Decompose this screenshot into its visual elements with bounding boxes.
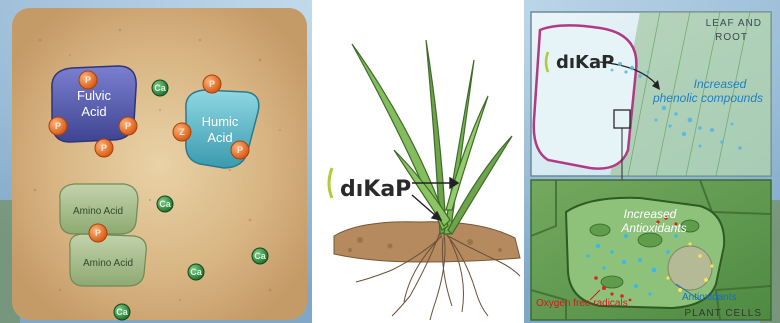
plant-cells-caption: PLANT CELLS bbox=[684, 308, 762, 319]
calcium-ion: Ca bbox=[114, 304, 130, 320]
amino-acid-bottom: Amino Acid bbox=[70, 234, 146, 286]
svg-text:Ca: Ca bbox=[159, 199, 171, 209]
antioxidant-note-line2: Antioxidants bbox=[620, 221, 686, 235]
leaf-root-panel: dıKaP LEAF AND ROOT Increased phenolic c… bbox=[531, 12, 771, 182]
phosphate-ion: P bbox=[49, 117, 67, 135]
calcium-ion: Ca bbox=[188, 264, 204, 280]
phosphate-ion: P bbox=[89, 224, 107, 242]
calcium-ion: Ca bbox=[252, 248, 268, 264]
svg-text:Ca: Ca bbox=[154, 83, 166, 93]
svg-text:P: P bbox=[55, 121, 61, 131]
leaf-caption-line1: LEAF AND bbox=[706, 18, 762, 29]
svg-text:P: P bbox=[209, 79, 215, 89]
amino-label-bottom: Amino Acid bbox=[83, 258, 133, 269]
svg-text:P: P bbox=[85, 75, 91, 85]
phosphate-ion: P bbox=[79, 71, 97, 89]
leaf-caption-line2: ROOT bbox=[715, 32, 748, 43]
fulvic-label-line2: Acid bbox=[81, 104, 106, 119]
phosphate-ion: P bbox=[203, 75, 221, 93]
zinc-ion: Z bbox=[173, 123, 191, 141]
humic-label-line1: Humic bbox=[202, 114, 239, 129]
svg-text:Ca: Ca bbox=[116, 307, 128, 317]
svg-text:Ca: Ca bbox=[190, 267, 202, 277]
cell-nucleus bbox=[668, 246, 712, 290]
svg-text:P: P bbox=[237, 145, 243, 155]
soil-background bbox=[12, 8, 307, 320]
calcium-ion: Ca bbox=[152, 80, 168, 96]
phenolic-note-line2: phenolic compounds bbox=[652, 91, 763, 105]
svg-text:Ca: Ca bbox=[254, 251, 266, 261]
phenolic-note-line1: Increased bbox=[694, 77, 747, 91]
phosphate-ion: P bbox=[95, 139, 113, 157]
plant-brand: dıKaP bbox=[340, 177, 411, 202]
svg-text:P: P bbox=[101, 143, 107, 153]
svg-text:Z: Z bbox=[179, 127, 185, 137]
humic-label-line2: Acid bbox=[207, 130, 232, 145]
calcium-ion: Ca bbox=[157, 196, 173, 212]
phosphate-ion: P bbox=[119, 117, 137, 135]
svg-text:P: P bbox=[125, 121, 131, 131]
antioxidants-label: Antioxidants bbox=[682, 292, 736, 303]
amino-label-top: Amino Acid bbox=[73, 206, 123, 217]
plant-cells-panel: Increased Antioxidants Oxygen free radic… bbox=[531, 180, 771, 320]
phosphate-ion: P bbox=[231, 141, 249, 159]
radicals-label: Oxygen free radicals bbox=[536, 298, 628, 309]
soil-panel: Fulvic Acid Humic Acid Amino Acid Amino … bbox=[12, 8, 307, 320]
svg-text:P: P bbox=[95, 228, 101, 238]
leaf-cell-wall bbox=[534, 25, 637, 168]
antioxidant-note-line1: Increased bbox=[624, 207, 677, 221]
plant-panel: dıKaP bbox=[312, 0, 524, 323]
fulvic-label-line1: Fulvic bbox=[77, 88, 111, 103]
